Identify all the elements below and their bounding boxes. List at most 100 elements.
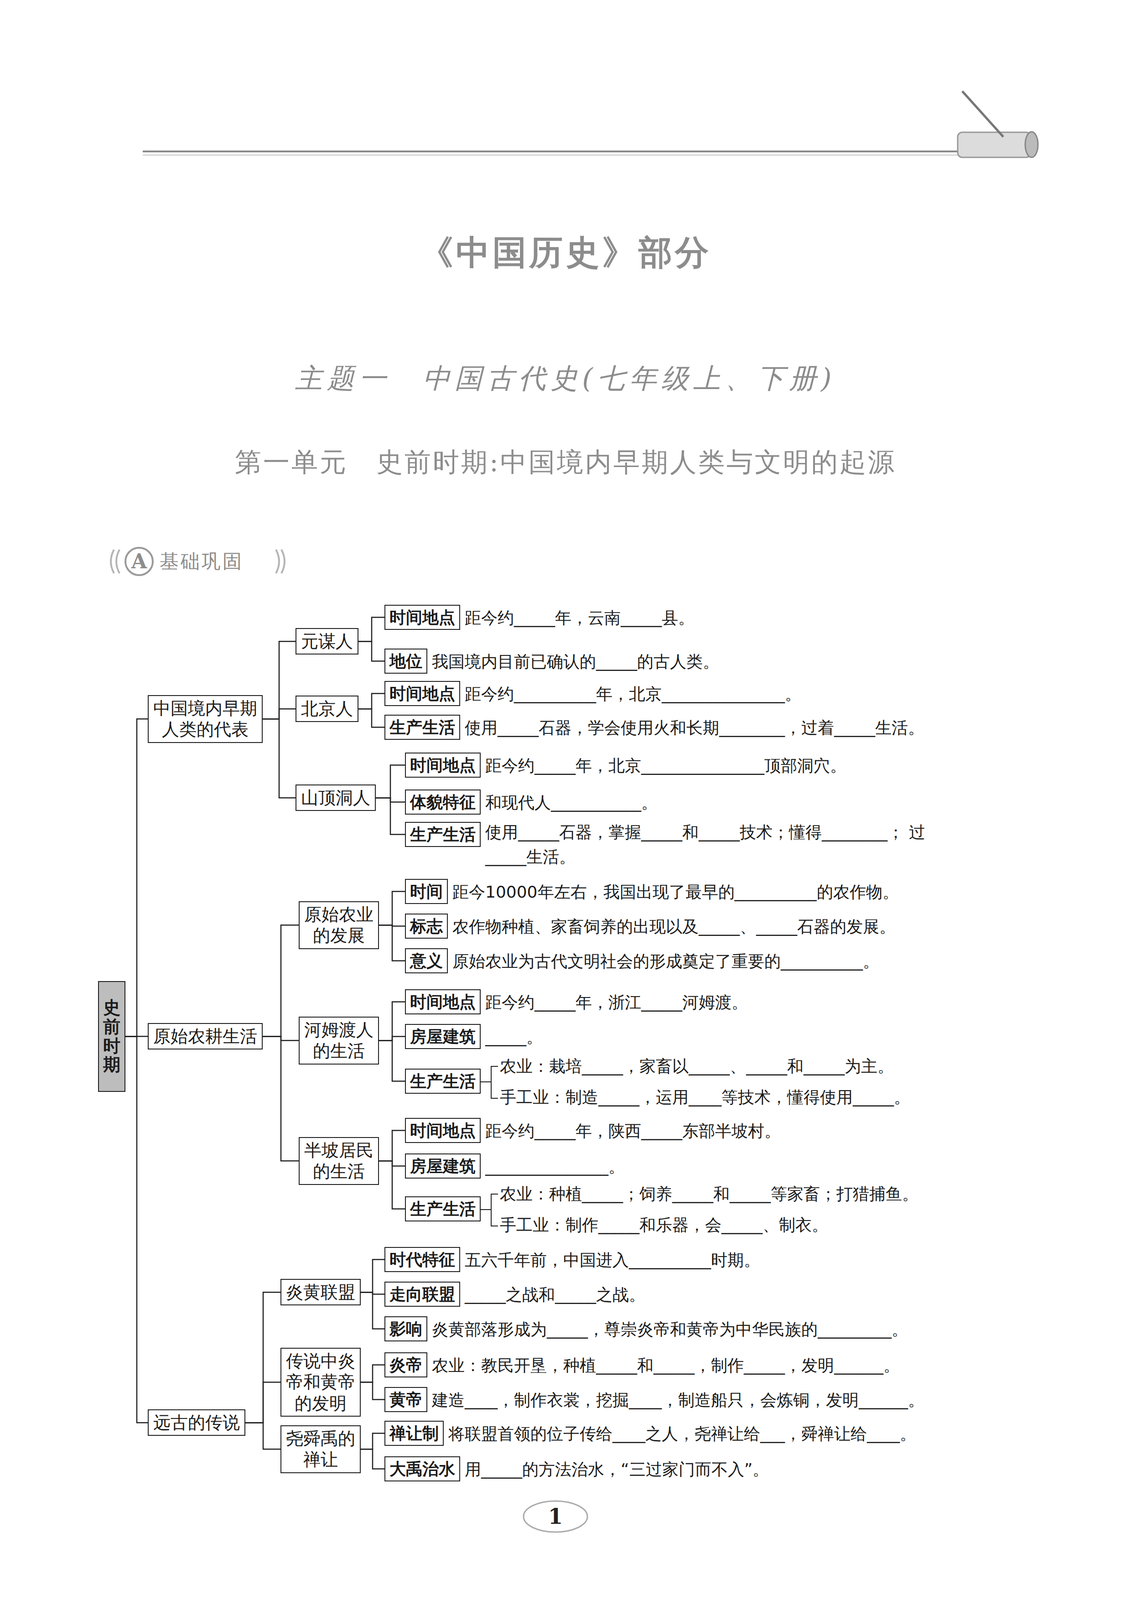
fill-in-text: 使用_____石器，学会使用火和长期________，过着_____生活。 xyxy=(464,716,925,738)
box-label: 生产生活 xyxy=(409,824,476,845)
box-label: 地位 xyxy=(389,650,423,672)
box-label: 史前时期 xyxy=(103,998,121,1075)
page-number: 1 xyxy=(541,1502,570,1531)
topic-box: 时间地点距今约_____年，浙江_____河姆渡。 xyxy=(404,989,481,1015)
branch-box: 原始农业的发展 xyxy=(298,901,379,950)
topic-box: 时间距今10000年左右，我国出现了最早的__________的农作物。 xyxy=(404,878,448,904)
box-label: 体貌特征 xyxy=(409,791,476,813)
topic-box: 地位我国境内目前已确认的_____的古人类。 xyxy=(384,648,428,674)
tree-connector xyxy=(375,765,405,799)
bracket-line xyxy=(479,1208,491,1210)
badge-text: 基础巩固 xyxy=(159,548,244,575)
box-label: 元谋人 xyxy=(300,630,353,652)
fill-in-text: 和现代人___________。 xyxy=(485,791,658,813)
box-label: 大禹治水 xyxy=(389,1458,456,1479)
box-label: 走向联盟 xyxy=(389,1283,456,1305)
box-label: 山顶洞人 xyxy=(300,787,371,809)
fill-in-text: 距今约__________年，北京_______________。 xyxy=(464,683,802,704)
tree-connector xyxy=(245,1382,281,1423)
tree-connector xyxy=(378,1036,405,1041)
box-label: 时间地点 xyxy=(389,607,456,628)
bracket-line xyxy=(490,1065,499,1099)
fill-in-text: 距今约_____年，陕西_____东部半坡村。 xyxy=(485,1120,781,1141)
topic-box: 禅让制将联盟首领的位子传给____之人，尧禅让给___，舜禅让给____。 xyxy=(384,1420,444,1446)
tree-connector xyxy=(358,617,385,642)
bracket-line xyxy=(479,1081,491,1083)
tree-connector xyxy=(262,1036,299,1161)
box-label: 中国境内早期人类的代表 xyxy=(153,697,258,741)
tree-connector xyxy=(245,1291,281,1423)
fill-in-text: 农业：种植_____；饲养_____和_____等家畜；打猎捕鱼。 xyxy=(499,1182,919,1204)
topic-box: 房屋建筑_____。 xyxy=(404,1023,481,1049)
branch-box: 远古的传说 xyxy=(147,1409,246,1436)
topic-box: 生产生活农业：种植_____；饲养_____和_____等家畜；打猎捕鱼。手工业… xyxy=(404,1196,481,1222)
branch-box: 河姆渡人的生活 xyxy=(298,1016,379,1065)
topic-box: 影响炎黄部落形成为_____，尊崇炎帝和黄帝为中华民族的_________。 xyxy=(384,1316,428,1342)
box-label: 生产生活 xyxy=(389,716,456,738)
tree-connector xyxy=(125,718,148,1037)
box-label: 生产生活 xyxy=(409,1070,476,1092)
branch-box: 半坡居民的生活 xyxy=(298,1136,379,1185)
box-label: 北京人 xyxy=(300,698,353,720)
topic-box: 时间地点距今约_____年，陕西_____东部半坡村。 xyxy=(404,1117,481,1143)
tree-connector xyxy=(360,1433,385,1450)
root-box: 史前时期 xyxy=(98,980,126,1092)
box-label: 意义 xyxy=(409,950,443,971)
fill-in-text: 使用_____石器，掌握_____和_____技术；懂得________； 过_… xyxy=(485,819,942,870)
topic-box: 大禹治水用_____的方法治水，“三过家门而不入”。 xyxy=(384,1456,461,1482)
badge-bracket xyxy=(275,549,285,574)
topic-box: 生产生活使用_____石器，掌握_____和_____技术；懂得________… xyxy=(404,821,481,847)
fill-in-text: 距今约_____年，浙江_____河姆渡。 xyxy=(485,991,748,1012)
box-label: 标志 xyxy=(409,915,443,937)
tree-connector xyxy=(125,1036,148,1423)
box-label: 时间地点 xyxy=(389,683,456,704)
fill-in-text: 农作物种植、家畜饲养的出现以及_____、_____石器的发展。 xyxy=(452,915,896,937)
box-label: 房屋建筑 xyxy=(409,1155,476,1177)
tree-connector xyxy=(360,1382,385,1400)
header-rule xyxy=(142,150,963,153)
tree-connector xyxy=(360,1259,385,1293)
topic-box: 标志农作物种植、家畜饲养的出现以及_____、_____石器的发展。 xyxy=(404,913,448,939)
branch-box: 中国境内早期人类的代表 xyxy=(147,695,263,743)
branch-box: 尧舜禹的禅让 xyxy=(280,1425,361,1474)
tree-connector xyxy=(375,797,405,835)
scroll-icon xyxy=(957,132,1031,158)
fill-in-text: 距今约_____年，北京_______________顶部洞穴。 xyxy=(485,754,847,776)
tree-connector xyxy=(360,1448,385,1469)
box-label: 半坡居民的生活 xyxy=(304,1139,374,1183)
badge-circle xyxy=(125,547,153,576)
badge-letter: A xyxy=(126,548,152,575)
topic-box: 时代特征五六千年前，中国进入__________时期。 xyxy=(384,1246,461,1272)
tree-connector xyxy=(262,641,296,719)
tree-connector xyxy=(245,1422,281,1449)
box-label: 尧舜禹的禅让 xyxy=(285,1427,356,1471)
topic-box: 生产生活农业：栽培_____，家畜以_____、_____和_____为主。手工… xyxy=(404,1068,481,1094)
tree-connector xyxy=(378,1040,405,1081)
page-number-ornament xyxy=(523,1500,588,1532)
branch-box: 传说中炎帝和黄帝的发明 xyxy=(280,1347,361,1417)
box-label: 原始农业的发展 xyxy=(304,903,374,947)
tree-connector xyxy=(378,1160,405,1209)
scroll-icon xyxy=(962,91,1004,137)
topic-box: 生产生活使用_____石器，学会使用火和长期________，过着_____生活… xyxy=(384,714,461,740)
page-title: 《中国历史》部分 xyxy=(0,230,1131,276)
branch-box: 北京人 xyxy=(295,695,359,722)
bracket-line xyxy=(490,1193,499,1227)
box-label: 炎帝 xyxy=(389,1354,423,1375)
topic-box: 时间地点距今约__________年，北京_______________。 xyxy=(384,680,461,706)
tree-connector xyxy=(262,708,296,719)
tree-connector xyxy=(360,1364,385,1383)
box-label: 传说中炎帝和黄帝的发明 xyxy=(285,1350,356,1414)
theme-heading: 主题一 中国古代史(七年级上、下册) xyxy=(0,360,1131,398)
tree-connector xyxy=(360,1291,385,1329)
box-label: 炎黄联盟 xyxy=(285,1281,356,1303)
branch-box: 山顶洞人 xyxy=(295,784,376,811)
tree-connector xyxy=(378,891,405,926)
branch-box: 原始农耕生活 xyxy=(147,1022,263,1050)
topic-box: 时间地点距今约_____年，云南_____县。 xyxy=(384,604,461,630)
fill-in-text: _____。 xyxy=(485,1026,543,1047)
box-label: 时间 xyxy=(409,881,443,902)
box-label: 时代特征 xyxy=(389,1249,456,1270)
badge-bracket xyxy=(110,549,120,574)
